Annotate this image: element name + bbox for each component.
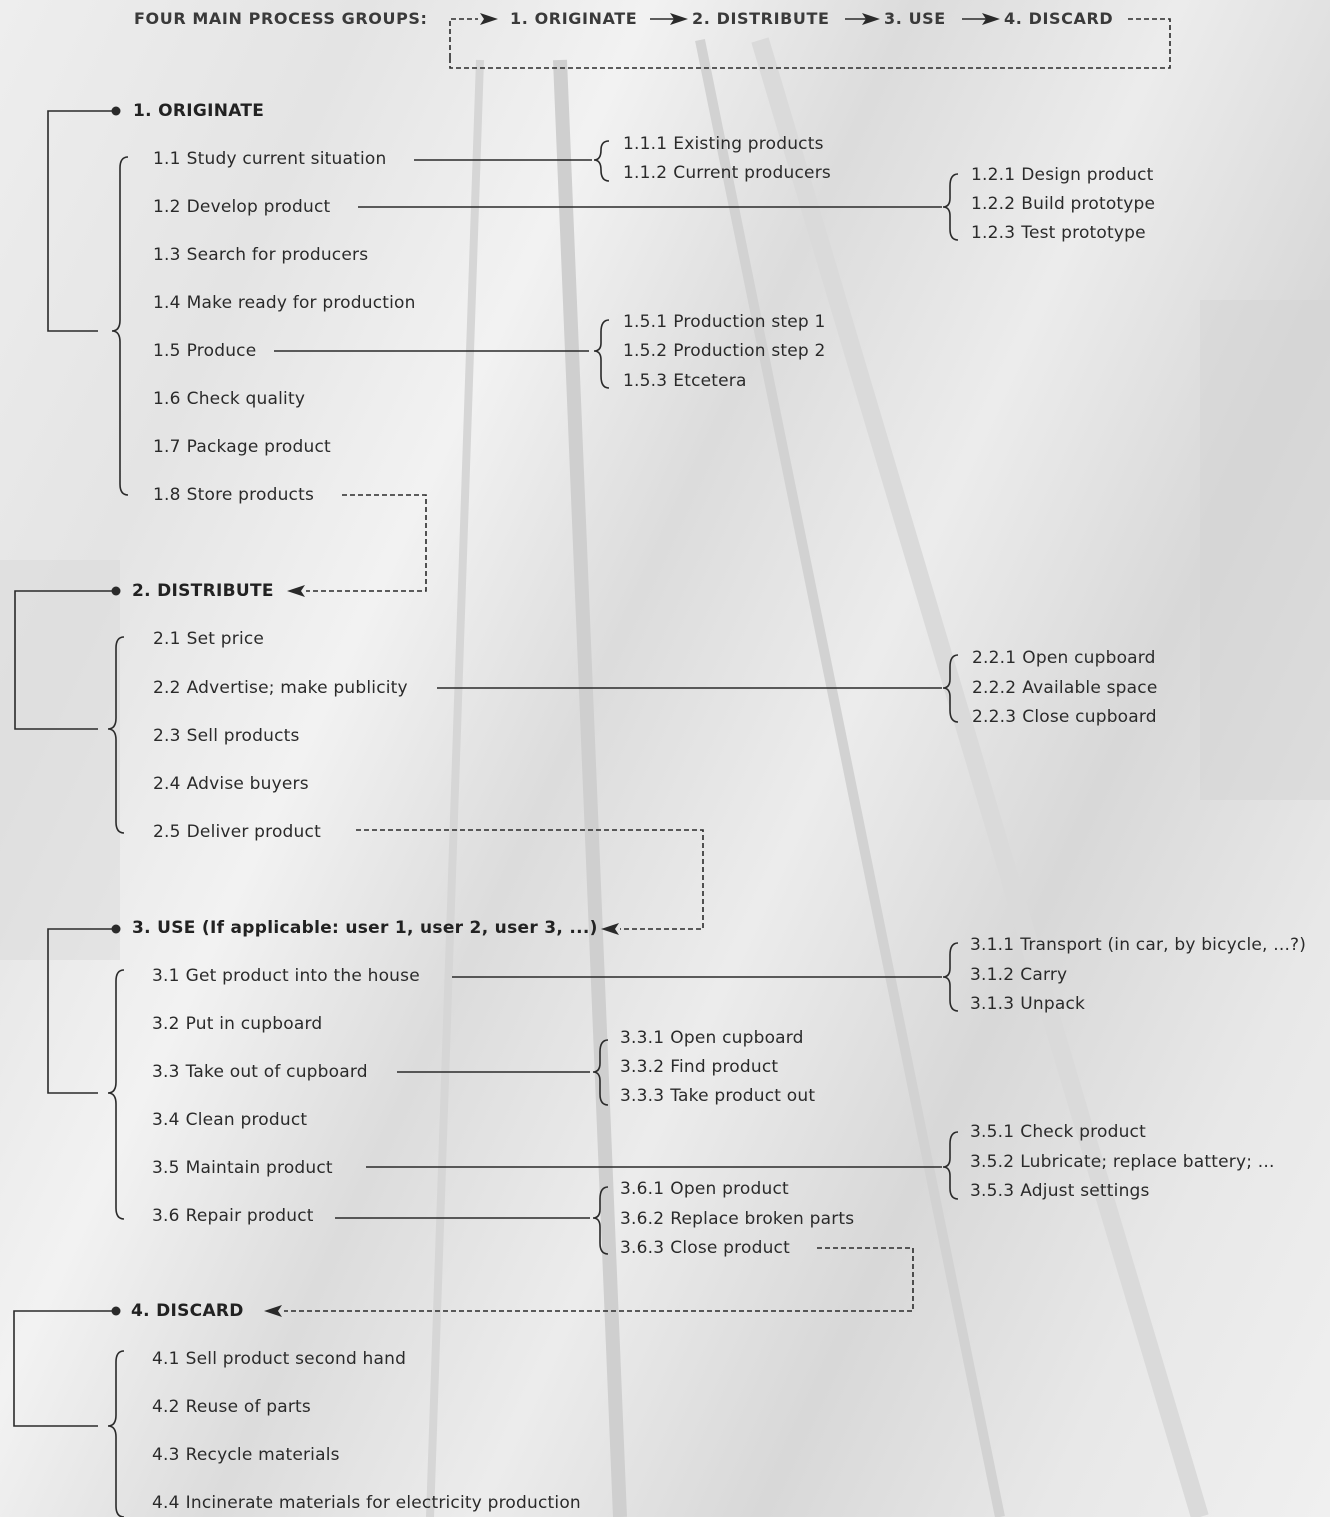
header-group-originate: 1. ORIGINATE bbox=[510, 9, 638, 28]
group2-dot bbox=[111, 586, 121, 596]
bracket-3-3 bbox=[592, 1039, 609, 1106]
group1-connector bbox=[47, 110, 112, 332]
arrowhead-to-discard bbox=[264, 1305, 282, 1317]
header-group-discard: 4. DISCARD bbox=[1004, 9, 1114, 28]
group4-bracket bbox=[107, 1350, 125, 1517]
bracket-1-1 bbox=[593, 140, 610, 182]
bracket-1-5 bbox=[593, 319, 610, 389]
arrowhead-to-use bbox=[601, 923, 619, 935]
dash-3-6-3 bbox=[284, 1247, 914, 1312]
group-title-discard: 4. DISCARD bbox=[131, 1301, 244, 1321]
header-group-use: 3. USE bbox=[884, 9, 946, 28]
bracket-3-6 bbox=[592, 1186, 609, 1255]
group2-connector bbox=[14, 590, 112, 730]
header-loop-start bbox=[449, 18, 478, 58]
group1-dot bbox=[111, 106, 121, 116]
bracket-3-1 bbox=[942, 942, 959, 1012]
header-arrowhead-2 bbox=[670, 13, 688, 25]
dash-2-5 bbox=[356, 829, 704, 930]
header-arrowhead-3 bbox=[862, 13, 880, 25]
group1-bracket bbox=[111, 156, 129, 496]
header-arrowhead-1 bbox=[480, 13, 498, 25]
bracket-1-2 bbox=[942, 173, 959, 241]
arrowhead-to-distribute bbox=[287, 585, 305, 597]
group4-dot bbox=[111, 1306, 121, 1316]
header-label: FOUR MAIN PROCESS GROUPS: bbox=[134, 9, 428, 28]
group2-bracket bbox=[107, 636, 125, 834]
bracket-2-2 bbox=[942, 654, 959, 723]
header-arrowhead-4 bbox=[982, 13, 1000, 25]
group-title-use: 3. USE (If applicable: user 1, user 2, u… bbox=[132, 918, 598, 938]
group4-connector bbox=[13, 1310, 112, 1427]
group-title-distribute: 2. DISTRIBUTE bbox=[132, 581, 274, 601]
header-group-distribute: 2. DISTRIBUTE bbox=[692, 9, 830, 28]
group3-connector bbox=[47, 928, 112, 1094]
group3-dot bbox=[111, 924, 121, 934]
group3-bracket bbox=[107, 969, 125, 1220]
dash-1-8 bbox=[306, 494, 427, 592]
header-loop-return bbox=[449, 18, 1171, 69]
bracket-3-5 bbox=[942, 1131, 959, 1200]
group-title-originate: 1. ORIGINATE bbox=[133, 101, 265, 121]
